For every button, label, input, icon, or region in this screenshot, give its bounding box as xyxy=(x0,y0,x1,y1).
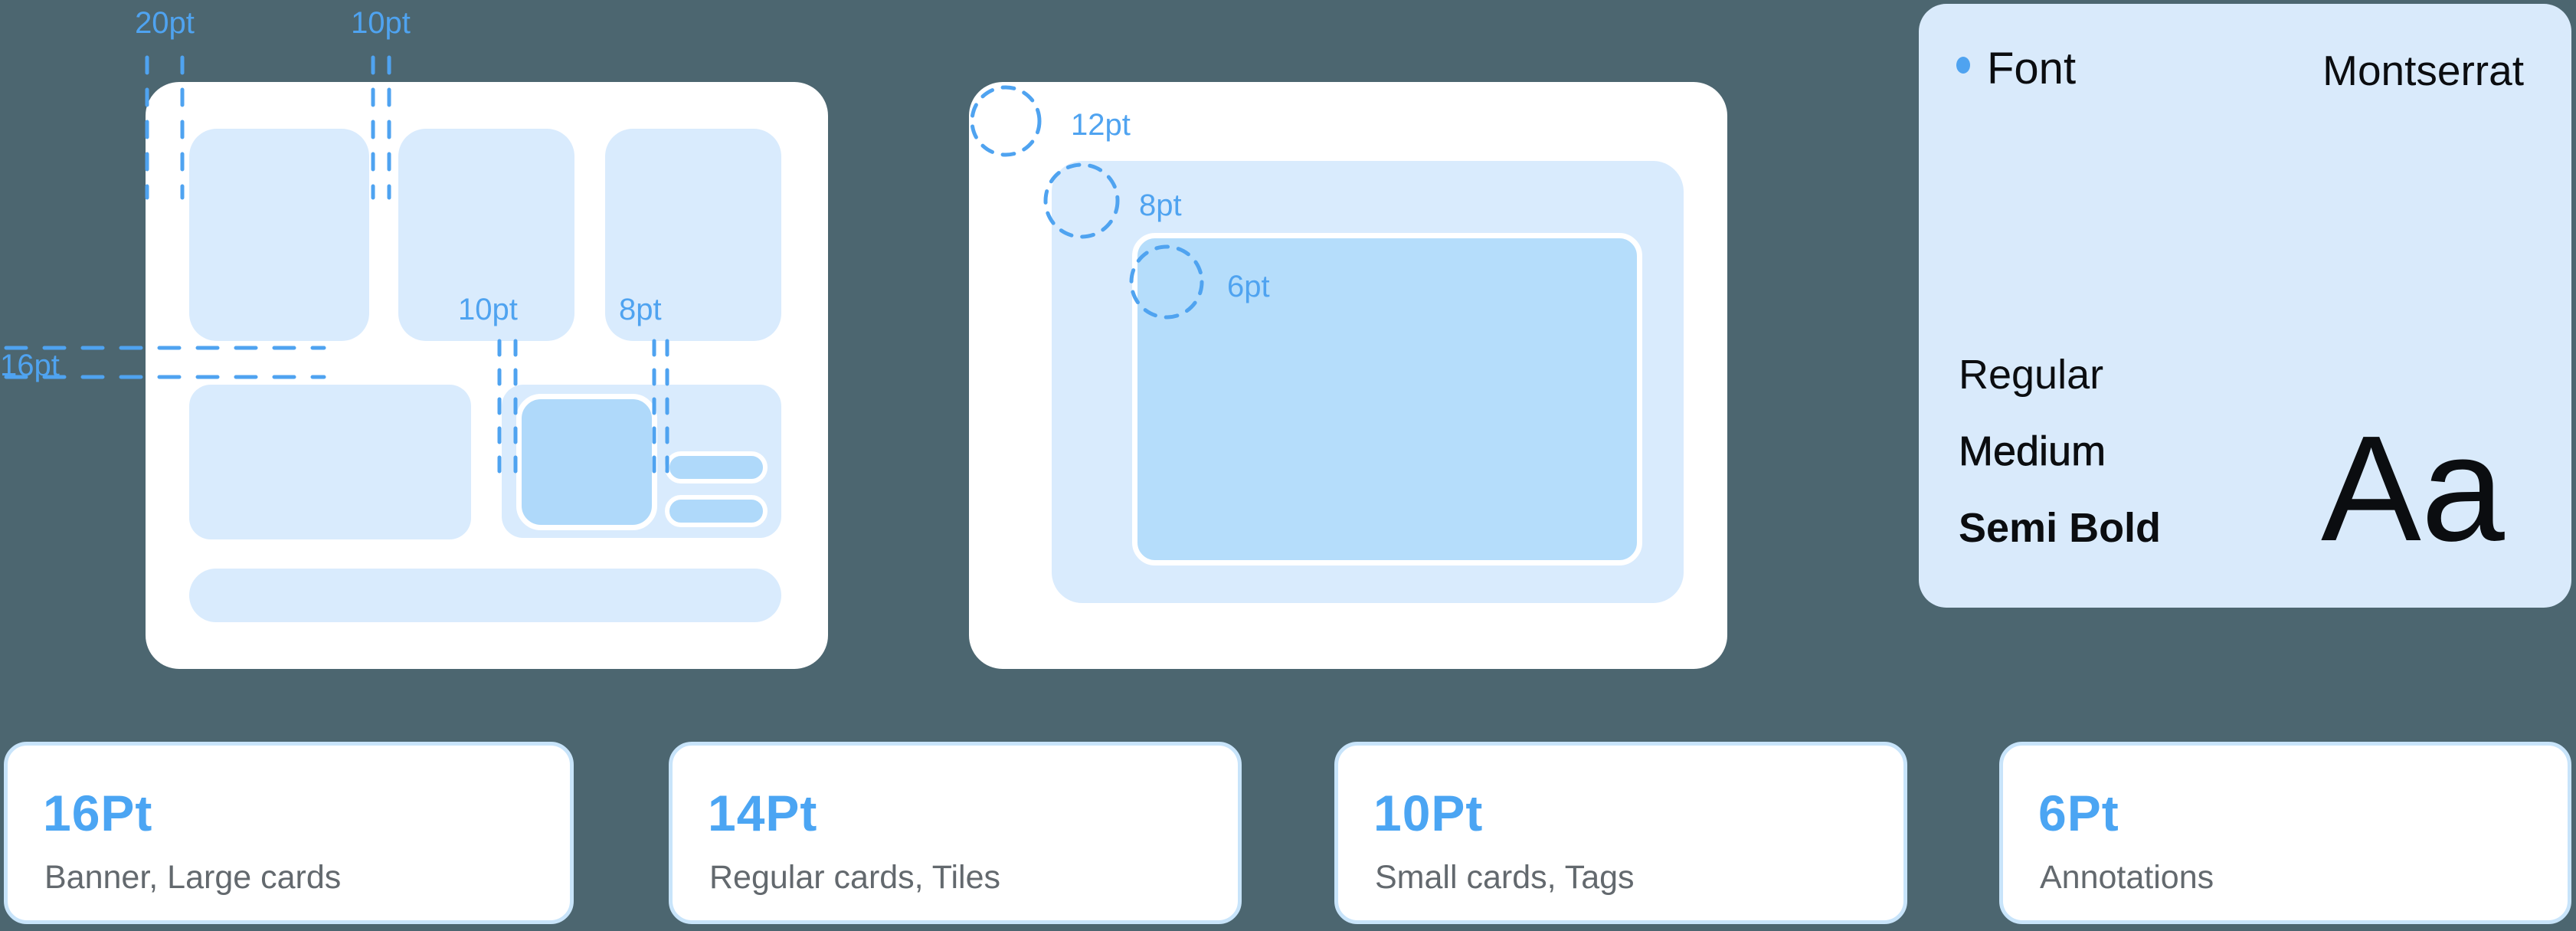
size-card-value: 14Pt xyxy=(708,785,818,841)
mock-tag-pill-2 xyxy=(665,495,768,527)
spacing-label-10pt-top: 10pt xyxy=(351,6,411,40)
mock-tile-2 xyxy=(398,129,574,341)
font-name: Montserrat xyxy=(2322,47,2524,94)
size-card-value: 6Pt xyxy=(2038,785,2119,841)
spacing-label-10pt-mid: 10pt xyxy=(458,293,518,326)
spacing-label-8pt-mid: 8pt xyxy=(619,293,662,326)
font-weight-semibold: Semi Bold xyxy=(1959,505,2162,551)
font-card xyxy=(1919,4,2571,608)
size-card-usage: Banner, Large cards xyxy=(44,859,342,896)
size-card-10pt: 10Pt Small cards, Tags xyxy=(1334,742,1907,924)
size-card-usage: Small cards, Tags xyxy=(1375,859,1635,896)
font-bullet-icon xyxy=(1956,57,1970,74)
mock-banner xyxy=(189,569,781,622)
radius-label-12pt: 12pt xyxy=(1071,108,1131,142)
font-card-label: Font xyxy=(1987,44,2077,93)
size-card-usage: Annotations xyxy=(2040,859,2214,896)
size-card-6pt: 6Pt Annotations xyxy=(1999,742,2571,924)
radius-mock-innermost-card xyxy=(1132,233,1642,565)
font-weight-medium: Medium xyxy=(1959,428,2106,475)
mock-small-card xyxy=(516,394,657,530)
mock-tag-pill-1 xyxy=(665,451,768,484)
size-card-value: 10Pt xyxy=(1373,785,1484,841)
spacing-label-16pt: 16pt xyxy=(0,349,60,382)
size-card-16pt: 16Pt Banner, Large cards xyxy=(4,742,574,924)
font-weight-regular: Regular xyxy=(1959,352,2104,398)
mock-tile-3 xyxy=(605,129,781,341)
mock-tile-1 xyxy=(189,129,369,341)
size-card-value: 16Pt xyxy=(43,785,153,841)
font-specimen: Aa xyxy=(2321,405,2505,572)
size-card-14pt: 14Pt Regular cards, Tiles xyxy=(669,742,1242,924)
radius-label-8pt: 8pt xyxy=(1139,188,1182,222)
radius-label-6pt: 6pt xyxy=(1227,270,1270,303)
spacing-label-20pt: 20pt xyxy=(135,6,195,40)
mock-wide-tile xyxy=(189,385,471,539)
size-card-usage: Regular cards, Tiles xyxy=(709,859,1000,896)
